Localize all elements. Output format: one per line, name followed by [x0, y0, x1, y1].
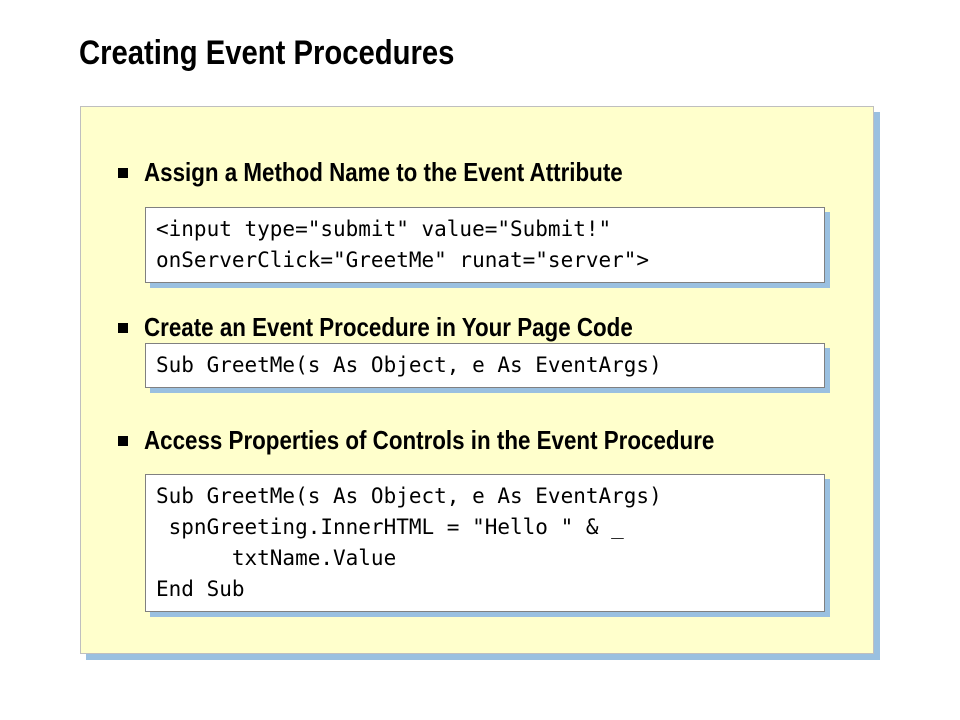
- bullet-text: Create an Event Procedure in Your Page C…: [144, 312, 633, 342]
- code-line: Sub GreetMe(s As Object, e As EventArgs): [156, 353, 662, 377]
- square-bullet-icon: [118, 167, 128, 178]
- bullet-item-2: Create an Event Procedure in Your Page C…: [118, 312, 712, 343]
- bullet-item-3: Access Properties of Controls in the Eve…: [118, 425, 807, 456]
- bullet-item-1: Assign a Method Name to the Event Attrib…: [118, 157, 701, 188]
- code-block-2: Sub GreetMe(s As Object, e As EventArgs): [145, 343, 825, 388]
- code-block-3: Sub GreetMe(s As Object, e As EventArgs)…: [145, 474, 825, 612]
- code-line: spnGreeting.InnerHTML = "Hello " & _: [156, 515, 624, 539]
- square-bullet-icon: [118, 435, 128, 446]
- bullet-text: Assign a Method Name to the Event Attrib…: [144, 157, 623, 187]
- square-bullet-icon: [118, 322, 128, 333]
- slide-title: Creating Event Procedures: [79, 34, 455, 72]
- code-line: <input type="submit" value="Submit!": [156, 217, 612, 241]
- bullet-text: Access Properties of Controls in the Eve…: [144, 425, 715, 455]
- code-line: txtName.Value: [156, 546, 397, 570]
- code-line: onServerClick="GreetMe" runat="server">: [156, 248, 650, 272]
- code-block-1: <input type="submit" value="Submit!" onS…: [145, 207, 825, 283]
- code-line: Sub GreetMe(s As Object, e As EventArgs): [156, 484, 662, 508]
- code-line: End Sub: [156, 577, 245, 601]
